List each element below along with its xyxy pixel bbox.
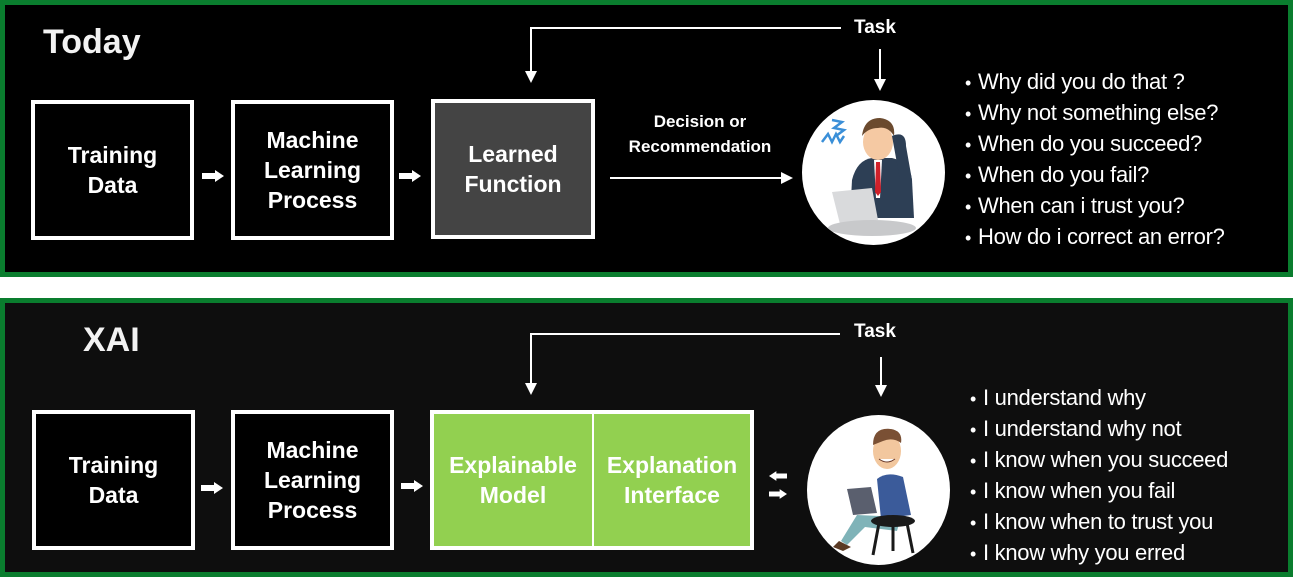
arrow-right-icon <box>769 489 787 499</box>
question-item: When do you fail? <box>965 160 1225 191</box>
statement-item: I understand why <box>970 383 1228 414</box>
statement-item: I know when you fail <box>970 476 1228 507</box>
question-item: How do i correct an error? <box>965 222 1225 253</box>
learned-function-box: Learned Function <box>431 99 595 239</box>
task-feedback-line <box>530 333 840 387</box>
task-down-arrowhead <box>875 385 887 397</box>
statement-item: I know when you succeed <box>970 445 1228 476</box>
task-down-arrowhead <box>874 79 886 91</box>
frustrated-user-icon <box>802 100 945 245</box>
question-item: When can i trust you? <box>965 191 1225 222</box>
decision-label: Decision or Recommendation <box>628 112 772 156</box>
statement-item: I understand why not <box>970 414 1228 445</box>
task-feedback-arrowhead <box>525 383 537 395</box>
arrow-right-icon <box>399 170 421 182</box>
arrow-right-icon <box>201 482 223 494</box>
training-data-box: Training Data <box>32 410 195 550</box>
training-data-box: Training Data <box>31 100 194 240</box>
today-title: Today <box>43 23 141 61</box>
ml-process-box: Machine Learning Process <box>231 100 394 240</box>
task-label: Task <box>854 17 896 38</box>
happy-user-icon <box>807 415 950 565</box>
arrow-right-icon <box>202 170 224 182</box>
today-panel: Today Training Data Machine Learning Pro… <box>0 0 1293 277</box>
xai-title: XAI <box>83 321 140 359</box>
xai-statements-list: I understand why I understand why not I … <box>970 383 1228 569</box>
arrow-right-icon <box>401 480 423 492</box>
ml-process-box: Machine Learning Process <box>231 410 394 550</box>
arrow-left-icon <box>769 471 787 481</box>
question-item: Why did you do that ? <box>965 67 1225 98</box>
task-feedback-arrowhead <box>525 71 537 83</box>
statement-item: I know when to trust you <box>970 507 1228 538</box>
task-feedback-line <box>530 27 841 77</box>
explainable-model-box: Explainable Model <box>430 410 594 550</box>
decision-arrowhead <box>781 172 793 184</box>
xai-panel: XAI Training Data Machine Learning Proce… <box>0 298 1293 577</box>
task-label: Task <box>854 321 896 342</box>
question-item: Why not something else? <box>965 98 1225 129</box>
statement-item: I know why you erred <box>970 538 1228 569</box>
explanation-interface-box: Explanation Interface <box>592 410 754 550</box>
question-item: When do you succeed? <box>965 129 1225 160</box>
today-questions-list: Why did you do that ? Why not something … <box>965 67 1225 253</box>
